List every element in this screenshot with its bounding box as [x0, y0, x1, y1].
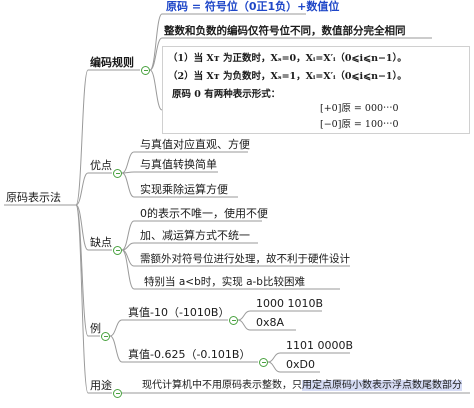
- cons-item-1[interactable]: 0的表示不唯一，使用不便: [140, 207, 268, 220]
- usage-text-plain: 现代计算机中不用原码表示整数，只: [142, 380, 302, 391]
- root-node[interactable]: 原码表示法: [6, 191, 61, 204]
- rules-formula-box: [162, 46, 470, 134]
- example-2-label[interactable]: 真值-0.625（-0.101B）: [128, 348, 251, 361]
- collapse-toggle-pros[interactable]: [113, 169, 122, 178]
- zero-negative-form: [−0]原 = 100⋯0: [320, 119, 399, 130]
- example-2-hex[interactable]: 0xD0: [286, 358, 315, 371]
- cons-item-2[interactable]: 加、减运算方式不统一: [140, 229, 250, 242]
- example-1-label[interactable]: 真值-10（-1010B）: [128, 306, 230, 319]
- usage-text-highlight: 用定点原码小数表示浮点数尾数部分: [302, 380, 462, 391]
- pros-item-3[interactable]: 实现乘除运算方便: [140, 183, 228, 196]
- pros-item-2[interactable]: 与真值转换简单: [140, 158, 217, 171]
- examples-label[interactable]: 例: [90, 322, 101, 335]
- collapse-toggle-cons[interactable]: [113, 246, 122, 255]
- usage-label[interactable]: 用途: [90, 379, 112, 392]
- rules-definition[interactable]: 原码 = 符号位（0正1负）+数值位: [166, 0, 340, 13]
- cons-item-4[interactable]: 特别当 a<b时，实现 a-b比较困难: [144, 276, 305, 288]
- example-2-binary[interactable]: 1101 0000B: [286, 339, 354, 352]
- pros-item-1[interactable]: 与真值对应直观、方便: [140, 138, 250, 151]
- example-1-hex[interactable]: 0x8A: [256, 316, 285, 329]
- example-1-binary[interactable]: 1000 1010B: [256, 297, 324, 310]
- cons-label[interactable]: 缺点: [90, 236, 112, 249]
- rules-zero-forms: 原码 0 有两种表示形式：: [172, 89, 281, 100]
- pros-label[interactable]: 优点: [90, 159, 112, 172]
- collapse-toggle-example-1[interactable]: [229, 316, 238, 325]
- usage-text[interactable]: 现代计算机中不用原码表示整数，只用定点原码小数表示浮点数尾数部分: [142, 379, 462, 393]
- collapse-toggle-examples[interactable]: [101, 332, 110, 341]
- collapse-toggle-example-2[interactable]: [259, 358, 268, 367]
- rules-line-negative: （2）当 Xᴛ 为负数时，Xₛ=1，Xᵢ=X′ᵢ（0⩽i⩽n−1）。: [168, 71, 407, 82]
- collapse-toggle-rules[interactable]: [141, 66, 150, 75]
- cons-item-3[interactable]: 需额外对符号位进行处理，故不利于硬件设计: [140, 253, 350, 265]
- rules-line-positive: （1）当 Xᴛ 为正数时，Xₛ=0，Xᵢ=X′ᵢ（0⩽i⩽n−1）。: [168, 53, 407, 64]
- rules-label[interactable]: 编码规则: [90, 56, 134, 69]
- zero-positive-form: [+0]原 = 000⋯0: [320, 103, 399, 114]
- collapse-toggle-usage[interactable]: [113, 389, 122, 398]
- rules-summary[interactable]: 整数和负数的编码仅符号位不同，数值部分完全相同: [164, 25, 406, 37]
